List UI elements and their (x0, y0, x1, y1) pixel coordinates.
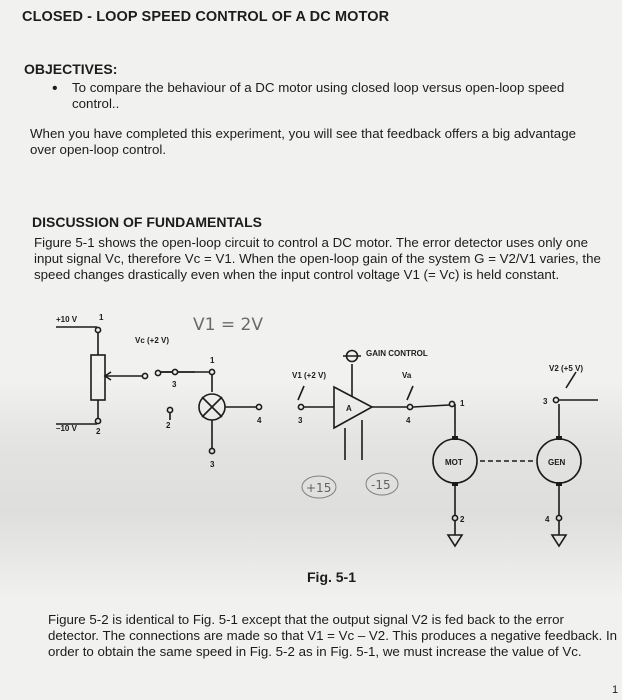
node-3-label: 3 (210, 460, 215, 469)
node-1-label: 1 (460, 399, 465, 408)
label-minus10v: –10 V (56, 424, 78, 433)
discussion-paragraph-1: Figure 5-1 shows the open-loop circuit t… (34, 235, 601, 283)
objective-item: To compare the behaviour of a DC motor u… (72, 80, 564, 112)
discussion-paragraph-2: Figure 5-2 is identical to Fig. 5-1 exce… (48, 612, 617, 660)
text-line: detector. The connections are made so th… (48, 628, 618, 643)
generator-label: GEN (548, 458, 566, 467)
node-3-label: 3 (543, 397, 548, 406)
handwritten-circle (365, 472, 399, 496)
label-vc: Vc (+2 V) (135, 336, 169, 345)
label-gain-control: GAIN CONTROL (366, 349, 428, 358)
text-line: Figure 5-2 is identical to Fig. 5-1 exce… (48, 612, 564, 627)
objectives-conclusion: When you have completed this experiment,… (30, 126, 576, 158)
node-4-label: 4 (257, 416, 262, 425)
node-2-label: 2 (166, 421, 171, 430)
discussion-heading: DISCUSSION OF FUNDAMENTALS (32, 214, 262, 230)
handwritten-minus15: -15 (371, 478, 391, 492)
node-3-label: 3 (298, 416, 303, 425)
node-2-label: 2 (460, 515, 465, 524)
node-4-label: 4 (545, 515, 550, 524)
document-title: CLOSED - LOOP SPEED CONTROL OF A DC MOTO… (22, 9, 390, 25)
text-line: order to obtain the same speed in Fig. 5… (48, 644, 582, 659)
text-line: When you have completed this experiment,… (30, 126, 576, 141)
label-va: Va (402, 371, 412, 380)
node-2-label: 2 (96, 427, 101, 436)
handwritten-plus15: +15 (306, 481, 331, 495)
node-1-label: 1 (210, 356, 215, 365)
text-line: control.. (72, 96, 120, 111)
label-v2: V2 (+5 V) (549, 364, 583, 373)
text-line: over open-loop control. (30, 142, 167, 157)
node-4-label: 4 (406, 416, 411, 425)
page-number: 1 (612, 684, 619, 696)
text-line: input signal Vc, therefore Vc = V1. When… (34, 251, 601, 266)
amplifier-label: A (346, 404, 352, 413)
text-line: Figure 5-1 shows the open-loop circuit t… (34, 235, 589, 250)
figure-caption: Fig. 5-1 (307, 569, 357, 585)
objectives-heading: OBJECTIVES: (24, 61, 118, 77)
node-1-label: 1 (99, 313, 104, 322)
label-v1: V1 (+2 V) (292, 371, 326, 380)
label-plus10v: +10 V (56, 315, 78, 324)
handwritten-note: V1 = 2V (193, 315, 263, 335)
text-line: speed changes drastically even when the … (34, 267, 560, 282)
motor-label: MOT (445, 458, 463, 467)
text-line: To compare the behaviour of a DC motor u… (72, 80, 565, 95)
bullet-marker: • (52, 80, 58, 97)
handwritten-circle (301, 475, 337, 499)
node-3-label: 3 (172, 380, 177, 389)
